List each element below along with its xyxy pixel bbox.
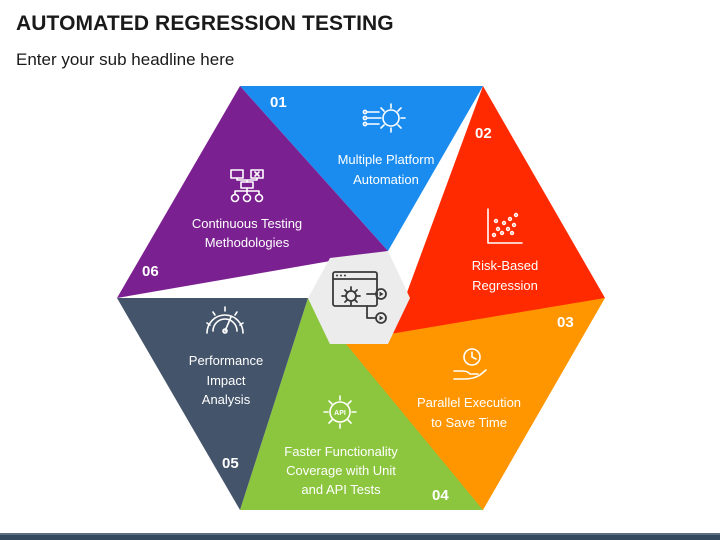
segment-06: 06 Continuous Testing Methodologies <box>117 86 388 298</box>
workflow-icon <box>230 169 264 203</box>
segment-01-shape <box>240 86 483 251</box>
segment-02-number: 02 <box>475 125 492 142</box>
segment-01-label-line1: Multiple Platform <box>338 152 435 167</box>
browser-gear-play-icon <box>332 271 387 324</box>
segment-01-label-line2: Automation <box>353 172 419 187</box>
segment-01-number: 01 <box>270 94 287 111</box>
segment-05-label-line1: Performance <box>189 353 263 368</box>
segment-06-shape <box>117 86 388 298</box>
segment-04-label-line2: Coverage with Unit <box>286 463 396 478</box>
segment-05-shape <box>117 298 308 510</box>
page-title: AUTOMATED REGRESSION TESTING <box>16 12 394 35</box>
segment-03-label-line2: to Save Time <box>431 415 507 430</box>
center-hub <box>308 251 410 344</box>
gear-circuit-icon <box>362 103 406 133</box>
gauge-icon <box>206 306 244 334</box>
segment-04-number: 04 <box>432 487 449 504</box>
segment-02-label-line1: Risk-Based <box>472 258 538 273</box>
segment-05-label-line3: Analysis <box>202 392 251 407</box>
segment-04-label-line3: and API Tests <box>301 482 381 497</box>
segment-05-label-line2: Impact <box>206 373 245 388</box>
segment-01: 01 Multiple Platform Automation <box>240 86 483 251</box>
segment-03-number: 03 <box>557 314 574 331</box>
segment-06-label-line2: Methodologies <box>205 235 290 250</box>
page-subtitle: Enter your sub headline here <box>16 50 235 69</box>
segment-03-label-line1: Parallel Execution <box>417 395 521 410</box>
segment-03: 03 Parallel Execution to Save Time <box>330 298 605 510</box>
bottom-bar <box>0 533 720 540</box>
hand-clock-icon <box>453 348 487 380</box>
segment-02: 02 Risk-Based Regression <box>388 86 605 344</box>
api-gear-icon: API <box>323 395 357 429</box>
svg-text:API: API <box>334 410 346 417</box>
segment-04-label-line1: Faster Functionality <box>284 444 398 459</box>
segment-02-shape <box>388 86 605 344</box>
segment-05-number: 05 <box>222 455 239 472</box>
segment-06-label-line1: Continuous Testing <box>192 216 302 231</box>
scatter-plot-icon <box>487 208 523 244</box>
segment-06-number: 06 <box>142 263 159 280</box>
segment-03-shape <box>330 298 605 510</box>
segment-04: 04 API Faster Functionality Coverage wit… <box>240 298 483 510</box>
segment-05: 05 Performance Impact Analysis <box>117 298 308 510</box>
segment-02-label-line2: Regression <box>472 278 538 293</box>
segment-04-shape <box>240 298 483 510</box>
